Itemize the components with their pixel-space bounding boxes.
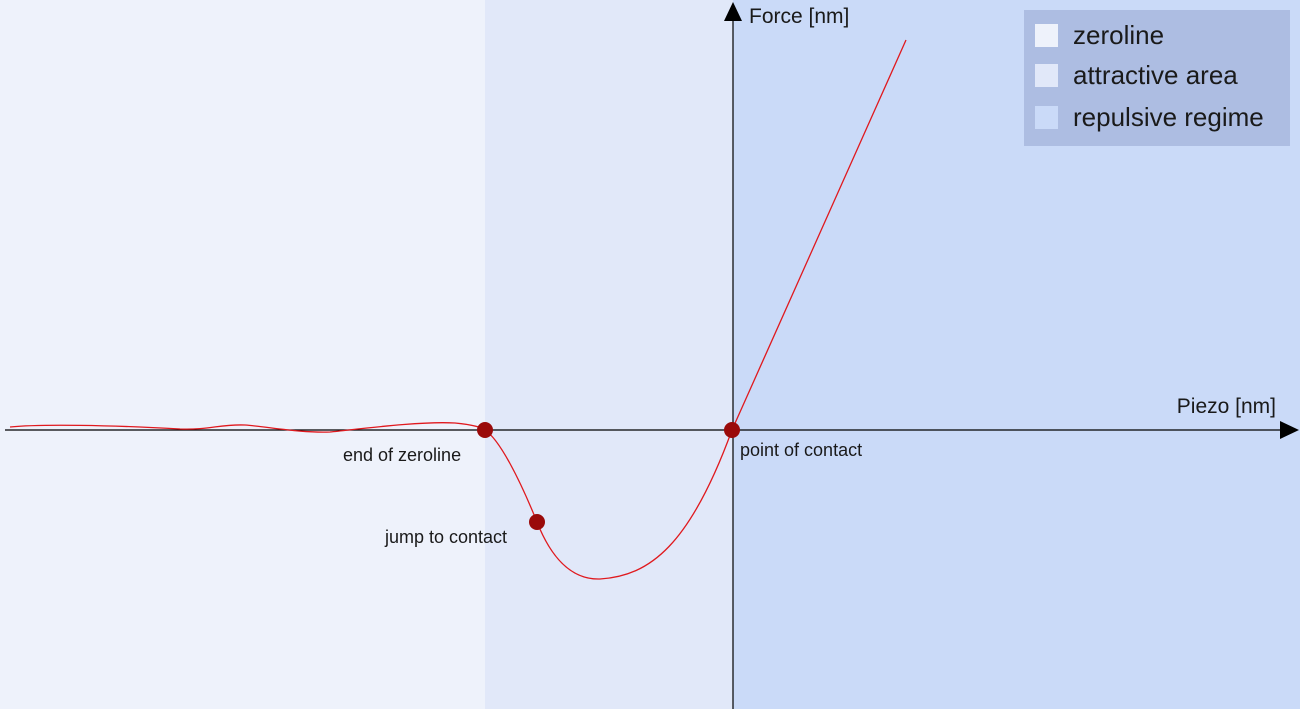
y-axis-arrow-icon xyxy=(724,2,742,21)
x-axis-label: Piezo [nm] xyxy=(1177,395,1276,418)
legend-item-zeroline: zeroline xyxy=(1073,20,1164,50)
legend: zeroline attractive area repulsive regim… xyxy=(1024,10,1290,146)
legend-item-repulsive-regime: repulsive regime xyxy=(1073,102,1264,132)
force-curve xyxy=(9,39,907,580)
point-of-contact-label: point of contact xyxy=(740,440,862,460)
jump-to-contact-label: jump to contact xyxy=(384,527,507,547)
legend-swatch-zeroline xyxy=(1035,24,1058,47)
x-axis-arrow-icon xyxy=(1280,421,1299,439)
jump-to-contact-marker xyxy=(529,514,545,530)
zeroline-region xyxy=(0,0,485,709)
legend-swatch-repulsive-regime xyxy=(1035,106,1058,129)
end-of-zeroline-marker xyxy=(477,422,493,438)
end-of-zeroline-label: end of zeroline xyxy=(343,445,461,465)
point-of-contact-marker xyxy=(724,422,740,438)
legend-box xyxy=(1024,10,1290,146)
y-axis-label: Force [nm] xyxy=(749,5,849,28)
legend-item-attractive-area: attractive area xyxy=(1073,60,1238,90)
legend-swatch-attractive-area xyxy=(1035,64,1058,87)
attractive-area-region xyxy=(485,0,733,709)
